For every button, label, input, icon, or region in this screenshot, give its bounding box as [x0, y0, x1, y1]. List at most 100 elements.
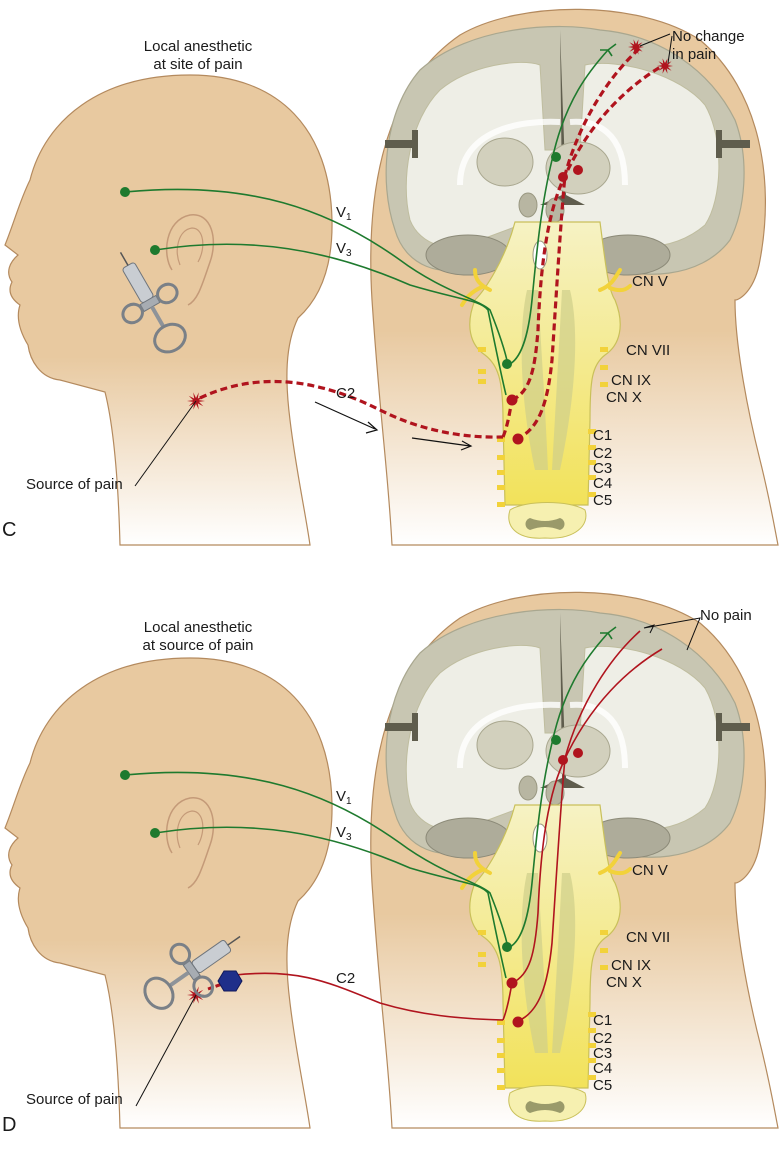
- nerve-label-v1: V1: [336, 204, 352, 227]
- nerve-label-c2: C2: [336, 385, 356, 402]
- nerve-label-v1: V1: [336, 788, 352, 811]
- v1-text: V: [336, 204, 347, 221]
- corpus-callosum-right: [569, 701, 628, 769]
- red-ascending-path-1: [515, 46, 642, 441]
- nerve-root-left: [497, 1038, 505, 1043]
- ear-inner: [176, 810, 204, 849]
- lateral-sulcus-left: [385, 130, 418, 158]
- nerve-root-right: [588, 445, 596, 450]
- thalamic-red-neuron-2: [573, 748, 583, 758]
- panel-d: Local anesthetic at source of pain No pa…: [0, 575, 780, 1149]
- v1-receptor-dot: [120, 187, 130, 197]
- nerve-root-left: [497, 455, 505, 460]
- v1-subscript: 1: [346, 796, 352, 807]
- red-ascending-path-2: [511, 64, 663, 402]
- nerve-root-right: [600, 930, 608, 935]
- trigeminal-nucleus-neuron: [502, 942, 512, 952]
- nerve-root-left: [497, 1053, 505, 1058]
- injection-label-line2: at site of pain: [153, 56, 243, 73]
- nerve-label-c2: C2: [336, 970, 356, 987]
- cn-vii-label: CN VII: [626, 342, 671, 359]
- green-ascending-path: [507, 49, 609, 366]
- corpus-callosum-left: [457, 118, 561, 186]
- nerve-root-left: [478, 930, 486, 935]
- anesthetic-block-icon: [217, 970, 243, 992]
- trigeminal-nucleus-neuron: [502, 359, 512, 369]
- syringe-finger-ring-1: [121, 302, 144, 325]
- c2-root-label: C2: [593, 1030, 613, 1047]
- syringe-icon: [119, 251, 187, 354]
- flow-arrow-2: [411, 437, 473, 451]
- longitudinal-fissure: [540, 30, 585, 205]
- v1-text: V: [336, 788, 347, 805]
- cortex-outcome-line1: No pain: [700, 607, 752, 624]
- lateral-sulcus-left: [385, 713, 418, 741]
- panel-c: Local anesthetic at site of pain No chan…: [0, 0, 780, 574]
- green-cortex-terminal: [600, 626, 617, 640]
- cortex-outcome-line2: in pain: [672, 46, 717, 63]
- c1-label: C1: [593, 427, 613, 444]
- nerve-root-left: [478, 347, 486, 352]
- nerve-root-left: [497, 502, 505, 507]
- lateral-sulcus-right: [716, 130, 750, 158]
- syringe-finger-ring-2: [192, 975, 215, 998]
- trigeminocervical-neuron-1: [506, 977, 518, 989]
- ear-outline: [165, 214, 215, 306]
- corpus-callosum-right: [569, 118, 628, 186]
- cn-ix-label: CN IX: [611, 372, 652, 389]
- panel-letter: C: [2, 519, 17, 541]
- source-pointer-line: [135, 994, 197, 1107]
- thalamic-green-neuron: [551, 152, 561, 162]
- vertebra: [508, 1085, 587, 1122]
- syringe-needle: [119, 251, 129, 266]
- injection-label-line1: Local anesthetic: [143, 38, 253, 55]
- syringe-finger-ring-1: [169, 942, 192, 966]
- tract-right: [552, 873, 576, 1053]
- v3-subscript: 3: [346, 248, 352, 259]
- ear-outline: [165, 797, 215, 889]
- vertebra-canal: [525, 518, 565, 530]
- thalamic-green-neuron: [551, 735, 561, 745]
- cn-x-label: CN X: [606, 389, 642, 406]
- tract-right: [552, 290, 576, 470]
- nerve-root-left: [478, 369, 486, 374]
- nerve-root-left: [497, 1068, 505, 1073]
- nerve-root-left: [497, 437, 505, 442]
- cortex-outcome-label: No change in pain: [672, 28, 745, 64]
- lateral-sulcus-right: [716, 713, 750, 741]
- nerve-root-right: [588, 460, 596, 465]
- nerve-root-right: [600, 347, 608, 352]
- vertebra: [508, 502, 587, 539]
- nerve-root-right: [588, 492, 596, 497]
- blocked-segment: [207, 981, 226, 991]
- v1-receptor-dot: [120, 770, 130, 780]
- injection-label-line1: Local anesthetic: [143, 619, 253, 636]
- syringe-thumb-ring: [153, 322, 187, 354]
- syringe-icon: [143, 935, 241, 1010]
- c3-label: C3: [593, 1045, 613, 1062]
- injection-label-line2: at source of pain: [142, 637, 254, 654]
- panel-letter: D: [2, 1114, 17, 1136]
- nerve-root-left: [497, 1020, 505, 1025]
- corpus-callosum-left: [457, 701, 561, 769]
- side-head: [4, 657, 333, 1129]
- c2-nerve-path: [234, 972, 504, 1021]
- v3-subscript: 3: [346, 832, 352, 843]
- nerve-root-right: [588, 475, 596, 480]
- longitudinal-fissure: [540, 613, 585, 788]
- nerve-root-right: [600, 948, 608, 953]
- nerve-root-right: [600, 382, 608, 387]
- nerve-root-right: [588, 429, 596, 434]
- nerve-root-left: [478, 379, 486, 384]
- syringe-needle: [227, 935, 241, 946]
- tract-left: [521, 290, 548, 470]
- cn-ix-label: CN IX: [611, 957, 652, 974]
- source-of-pain-label: Source of pain: [26, 476, 123, 493]
- vertebra-canal: [525, 1101, 565, 1113]
- v3-nerve-path: [154, 243, 507, 396]
- v3-text: V: [336, 240, 347, 257]
- nerve-root-right: [588, 1075, 596, 1080]
- thalamic-red-neuron-1: [558, 755, 568, 765]
- red-ascending-path-1: [515, 630, 641, 1023]
- nerve-root-right: [588, 1028, 596, 1033]
